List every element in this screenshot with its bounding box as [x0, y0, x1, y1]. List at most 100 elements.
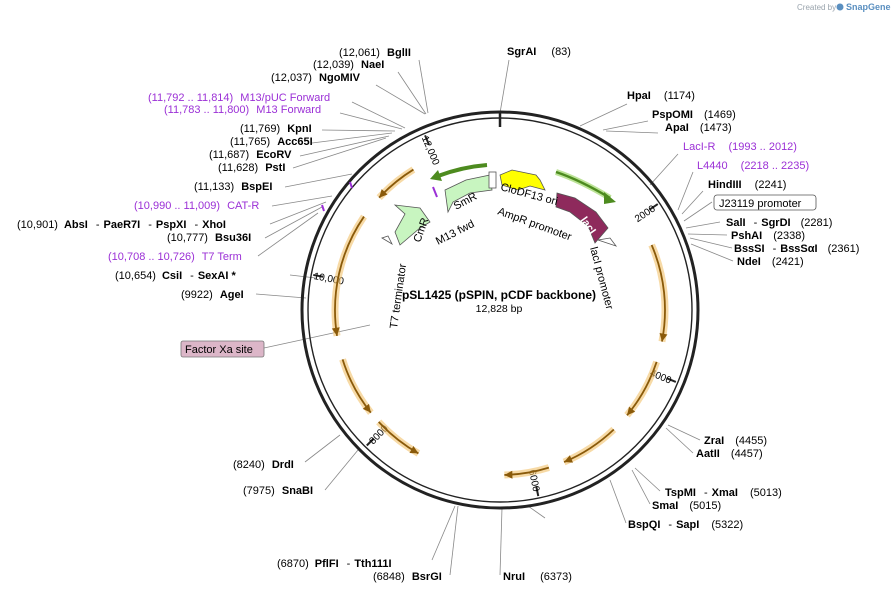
smr-arc-glow [624, 360, 660, 418]
leader-line [304, 434, 341, 463]
site-tspmi-group[interactable]: TspMI-XmaI(5013) [665, 487, 782, 499]
tick-mark [424, 135, 430, 145]
site-sgrai[interactable]: SgrAI (83) [507, 46, 571, 58]
tick-mark [666, 377, 677, 383]
leader-line [665, 427, 694, 454]
clodf13-ori-feature[interactable] [499, 169, 546, 191]
site-csii-group[interactable]: (10,654)CsiI-SexAI * [115, 270, 236, 282]
leader-line [602, 120, 649, 131]
leader-line [683, 201, 713, 222]
leader-line [677, 171, 694, 211]
smr-arc [650, 244, 666, 342]
leader-line [631, 469, 651, 505]
leader-line [681, 190, 704, 215]
site-zrai[interactable]: ZraI (4455) [704, 435, 767, 447]
site-bsssi-group[interactable]: BssSI-BssSαI(2361) [734, 243, 859, 255]
leader-line [687, 233, 728, 236]
site-ngomiv[interactable]: (12,037) NgoMIV [271, 72, 361, 84]
site-hindiii[interactable]: HindIII (2241) [708, 179, 786, 191]
primer-m13-forward[interactable]: (11,783 .. 11,800) M13 Forward [164, 104, 321, 116]
leader-line [299, 135, 390, 157]
site-bglii[interactable]: (12,061) BglII [339, 47, 411, 59]
site-psti[interactable]: (11,628) PstI [218, 162, 285, 174]
primer-l4440[interactable]: L4440 (2218 .. 2235) [697, 160, 809, 172]
site-aatii[interactable]: AatII (4457) [696, 448, 763, 460]
leader-line [289, 274, 317, 279]
site-smai[interactable]: SmaI (5015) [652, 500, 721, 512]
laci-feature[interactable] [555, 192, 609, 244]
leader-line [605, 130, 659, 134]
j23119-promoter-label: J23119 promoter [719, 198, 802, 210]
leader-line [339, 112, 403, 130]
site-bspqi-group[interactable]: BspQI-SapI(5322) [628, 519, 743, 531]
site-drdi[interactable]: (8240) DrdI [233, 459, 294, 471]
leader-line [634, 467, 661, 492]
cmr-feature[interactable] [393, 204, 431, 246]
leader-line [579, 103, 628, 127]
site-snabi[interactable]: (7975) SnaBI [243, 485, 313, 497]
smr-feature[interactable] [444, 174, 493, 214]
snapgene-logo-icon [836, 3, 844, 11]
smr-arrowhead-icon [331, 327, 340, 336]
site-pshai[interactable]: PshAI (2338) [731, 230, 805, 242]
leader-line [263, 324, 371, 349]
primer-mark-a [349, 181, 353, 189]
site-absi-group[interactable]: (10,901)AbsI-PaeR7I-PspXI-XhoI [17, 219, 226, 231]
primer-mark-b [321, 204, 325, 212]
leader-line [292, 137, 387, 169]
site-hpai[interactable]: HpaI (1174) [627, 90, 695, 102]
smr-arc-glow [562, 426, 617, 466]
ampr-promoter-label: AmpR promoter [496, 206, 573, 244]
m13-fwd-primer-mark [432, 186, 438, 198]
leader-line [351, 101, 406, 129]
plasmid-name: pSL1425 (pSPIN, pCDF backbone) [402, 288, 596, 302]
tick-mark [648, 203, 659, 211]
site-pspomi[interactable]: PspOMI (1469) [652, 109, 736, 121]
site-ecorv[interactable]: (11,687) EcoRV [209, 149, 292, 161]
leader-line [284, 173, 353, 188]
smr-arrowhead-icon [627, 406, 636, 416]
smr-arc-glow [648, 243, 669, 343]
leader-line [321, 129, 396, 132]
m13-arrowhead-icon [430, 170, 442, 181]
site-kpni[interactable]: (11,769) KpnI [240, 123, 312, 135]
site-pflfi-group[interactable]: (6870)PflFI-Tth111I [277, 558, 392, 570]
site-ndei[interactable]: NdeI (2421) [737, 256, 804, 268]
site-agei[interactable]: (9922) AgeI [181, 289, 244, 301]
plasmid-size: 12,828 bp [476, 303, 523, 315]
m13-fwd-label: M13 fwd [434, 218, 476, 248]
site-bsrgi[interactable]: (6848) BsrGI [373, 571, 442, 583]
smr-end-box [488, 171, 497, 189]
leader-line [397, 71, 427, 115]
primer-cat-r[interactable]: (10,990 .. 11,009) CAT-R [134, 200, 259, 212]
site-nrui[interactable]: NruI (6373) [503, 571, 572, 583]
site-bspei[interactable]: (11,133) BspEI [194, 181, 272, 193]
created-by-text: Created by [797, 3, 836, 12]
smr-arrowhead-icon [564, 455, 573, 463]
site-sali-group[interactable]: SalI-SgrDI(2281) [726, 217, 832, 229]
laci-promoter-arrow-icon [597, 237, 618, 247]
smr-arc [334, 216, 365, 336]
leader-lines [255, 59, 734, 576]
t7-terminator-icon [381, 235, 393, 246]
leader-line [667, 424, 701, 441]
m13-green-arrow [437, 163, 488, 178]
site-naei[interactable]: (12,039) NaeI [313, 59, 384, 71]
site-acc65i[interactable]: (11,765) Acc65I [230, 136, 313, 148]
tick-label: 12,000 [419, 134, 441, 167]
primer-laci-r[interactable]: LacI-R (1993 .. 2012) [683, 141, 797, 153]
factor-xa-site-box[interactable]: Factor Xa site [180, 340, 265, 358]
leader-line [690, 243, 734, 262]
smr-arrowhead-icon [379, 189, 388, 198]
leader-line [649, 153, 679, 186]
primer-t7-term[interactable]: (10,708 .. 10,726) T7 Term [108, 251, 242, 263]
factor-xa-label: Factor Xa site [185, 344, 253, 356]
inner-features [321, 163, 618, 247]
tick-mark [366, 437, 375, 447]
site-bsu36i[interactable]: (10,777) Bsu36I [167, 232, 251, 244]
site-apai[interactable]: ApaI (1473) [665, 122, 732, 134]
j23119-promoter-box[interactable]: J23119 promoter [713, 194, 817, 211]
primer-m13-puc-forward[interactable]: (11,792 .. 11,814) M13/pUC Forward [148, 92, 330, 104]
outer-feature-arcs [331, 166, 669, 479]
